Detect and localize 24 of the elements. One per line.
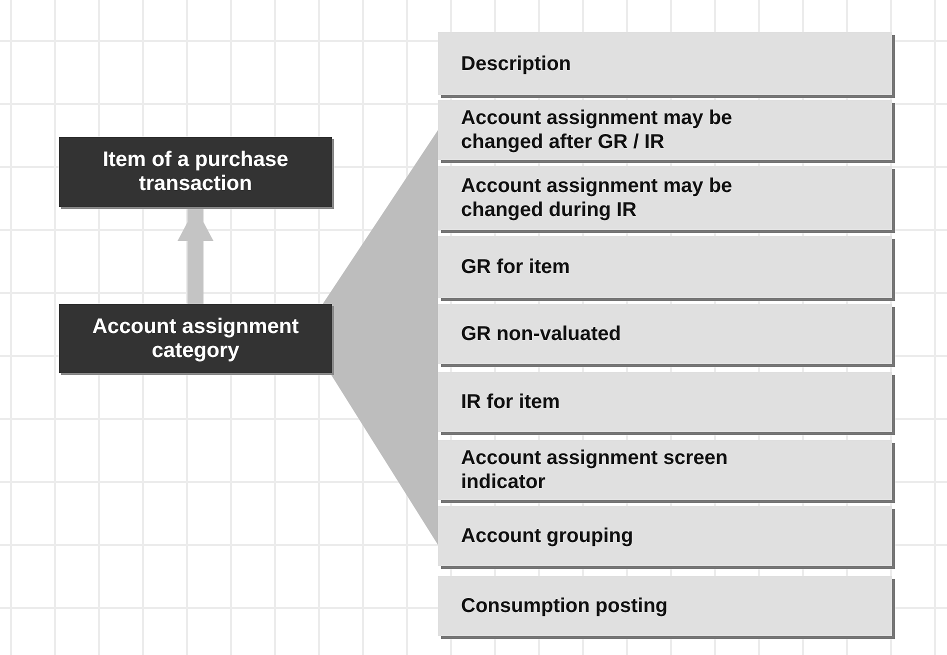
attribute-box	[438, 576, 892, 636]
box-label: GR for item	[461, 255, 570, 279]
box-label: Account assignment category	[91, 314, 300, 362]
attribute-box	[438, 32, 892, 95]
concept-box	[59, 304, 332, 373]
expansion-wedge	[322, 130, 438, 545]
box-label: Account assignment screen indicator	[461, 446, 729, 494]
box-label: Account assignment may be changed after GR / IR	[461, 106, 734, 154]
box-label: Consumption posting	[461, 594, 668, 618]
attribute-box	[438, 440, 892, 500]
box-label: Account grouping	[461, 524, 634, 548]
box-label: GR non-valuated	[461, 322, 622, 346]
box-label: Description	[461, 52, 572, 76]
concept-box	[59, 137, 332, 207]
attribute-box	[438, 166, 892, 230]
box-label: Item of a purchase transaction	[102, 148, 290, 196]
box-label: Account assignment may be changed during IR	[461, 174, 734, 222]
attribute-box	[438, 304, 892, 364]
box-label: IR for item	[461, 390, 560, 414]
arrow	[178, 207, 214, 304]
attribute-box	[438, 236, 892, 298]
attribute-box	[438, 100, 892, 160]
attribute-box	[438, 506, 892, 566]
attribute-box	[438, 372, 892, 432]
